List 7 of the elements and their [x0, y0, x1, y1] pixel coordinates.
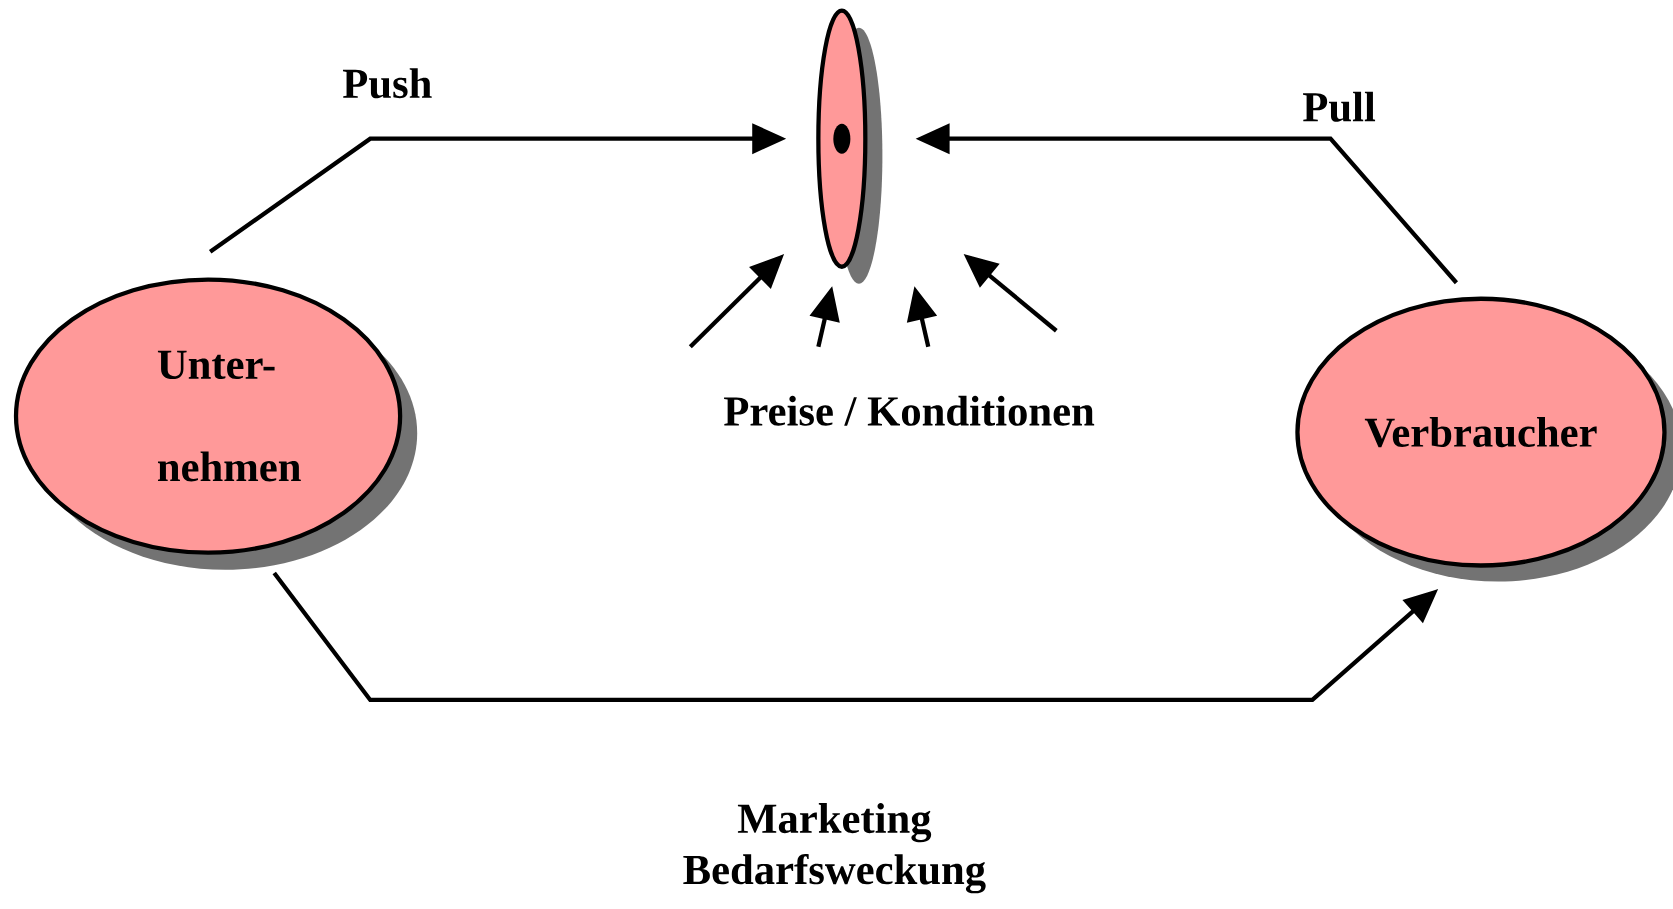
ellipse-node: Unter- nehmen — [13, 277, 418, 570]
ellipse-node: Verbraucher — [1295, 296, 1673, 582]
label-text: Preise / Konditionen — [724, 395, 1095, 426]
edge-label: Pull — [1303, 91, 1376, 122]
edge-label: Push — [343, 68, 432, 99]
disc-drawing — [816, 8, 883, 284]
edge-label: Marketing Bedarfsweckung — [683, 803, 986, 894]
